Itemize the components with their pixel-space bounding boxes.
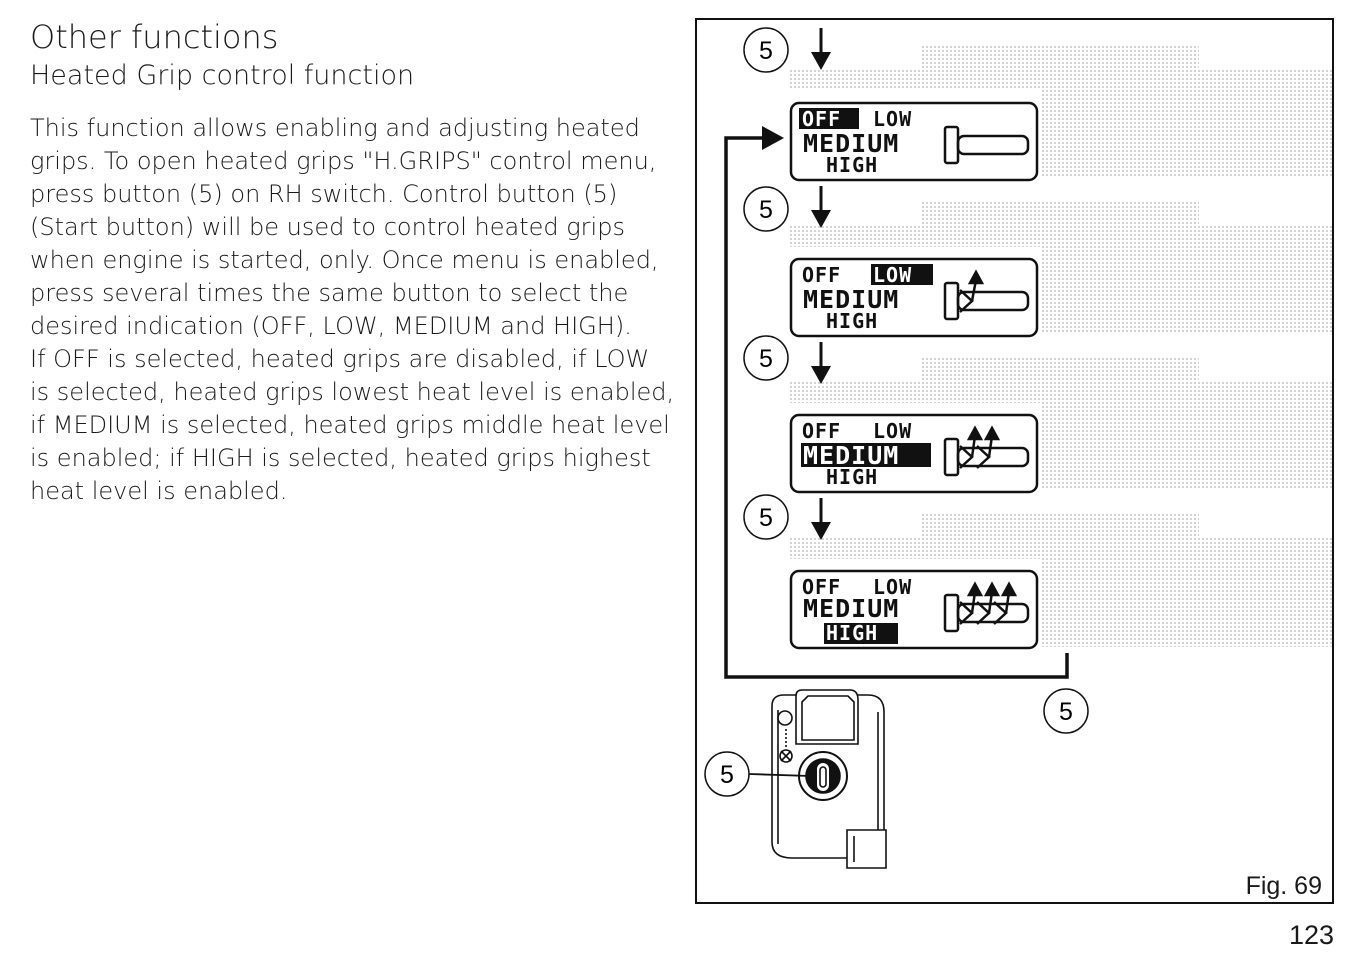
svg-text:LOW: LOW — [873, 107, 912, 131]
grip-icon — [943, 125, 1030, 165]
svg-text:OFF: OFF — [802, 263, 841, 287]
grip-icon — [943, 593, 1030, 633]
down-arrow-icon — [811, 498, 831, 540]
callout-5: 5 — [1043, 688, 1089, 734]
body-line: is enabled; if HIGH is selected, heated … — [30, 444, 651, 472]
grip-icon — [943, 281, 1030, 321]
body-line: If OFF is selected, heated grips are dis… — [30, 345, 650, 373]
body-line: This function allows enabling and adjust… — [30, 114, 640, 142]
callout-5: 5 — [704, 751, 750, 797]
svg-text:LOW: LOW — [873, 263, 912, 287]
heat-arrows-icon — [959, 581, 1018, 625]
down-arrow-icon — [811, 186, 831, 228]
body-paragraph: This function allows enabling and adjust… — [30, 112, 680, 508]
svg-text:MEDIUM: MEDIUM — [803, 285, 899, 314]
svg-text:MEDIUM: MEDIUM — [803, 129, 899, 158]
svg-text:OFF: OFF — [802, 575, 841, 599]
svg-text:LOW: LOW — [873, 419, 912, 443]
callout-5: 5 — [743, 27, 789, 73]
loop-back-arrow-icon — [724, 126, 1069, 679]
grip-icon — [943, 437, 1030, 477]
body-line: when engine is started, only. Once menu … — [30, 246, 659, 274]
section-title: Other functions — [30, 18, 279, 56]
svg-text:5: 5 — [720, 761, 734, 789]
section-subtitle: Heated Grip control function — [30, 60, 415, 91]
page-number: 123 — [1288, 920, 1334, 950]
lcd-screen-off: OFF LOW MEDIUM HIGH — [789, 101, 1039, 182]
svg-text:OFF: OFF — [802, 107, 841, 131]
figure-caption: Fig. 69 — [1245, 872, 1322, 900]
heat-arrows-icon — [959, 269, 985, 313]
callout-5: 5 — [743, 494, 789, 540]
heated-grip-figure: 5 5 5 5 — [704, 27, 1332, 869]
figure-frame: 5 5 5 5 — [695, 18, 1334, 904]
body-line: if MEDIUM is selected, heated grips midd… — [30, 411, 670, 439]
svg-text:5: 5 — [759, 345, 773, 373]
svg-text:OFF: OFF — [802, 419, 841, 443]
svg-text:5: 5 — [759, 37, 773, 65]
svg-text:MEDIUM: MEDIUM — [803, 594, 899, 623]
callout-5: 5 — [743, 335, 789, 381]
lcd-screen-medium: OFF LOW MEDIUM HIGH — [789, 413, 1039, 494]
svg-text:MEDIUM: MEDIUM — [803, 441, 899, 470]
lcd-screen-low: OFF LOW MEDIUM HIGH — [789, 257, 1039, 338]
body-line: (Start button) will be used to control h… — [30, 213, 625, 241]
body-line: heat level is enabled. — [30, 477, 288, 505]
svg-text:HIGH: HIGH — [826, 309, 878, 333]
svg-text:HIGH: HIGH — [826, 465, 878, 489]
heat-arrows-icon — [959, 425, 1001, 469]
svg-text:LOW: LOW — [873, 575, 912, 599]
svg-text:HIGH: HIGH — [826, 621, 878, 645]
stipple-background — [789, 44, 1332, 647]
svg-text:HIGH: HIGH — [826, 153, 878, 177]
svg-text:5: 5 — [759, 196, 773, 224]
svg-text:5: 5 — [1059, 698, 1073, 726]
callout-5: 5 — [743, 186, 789, 232]
down-arrow-icon — [811, 342, 831, 384]
body-line: desired indication (OFF, LOW, MEDIUM and… — [30, 312, 632, 340]
lcd-screen-high: OFF LOW MEDIUM HIGH — [789, 569, 1039, 650]
down-arrow-icon — [811, 28, 831, 70]
body-line: press button (5) on RH switch. Control b… — [30, 180, 618, 208]
body-line: press several times the same button to s… — [30, 279, 629, 307]
body-line: is selected, heated grips lowest heat le… — [30, 378, 675, 406]
rh-switch-illustration — [748, 689, 887, 869]
body-line: grips. To open heated grips "H.GRIPS" co… — [30, 147, 657, 175]
svg-text:5: 5 — [759, 504, 773, 532]
